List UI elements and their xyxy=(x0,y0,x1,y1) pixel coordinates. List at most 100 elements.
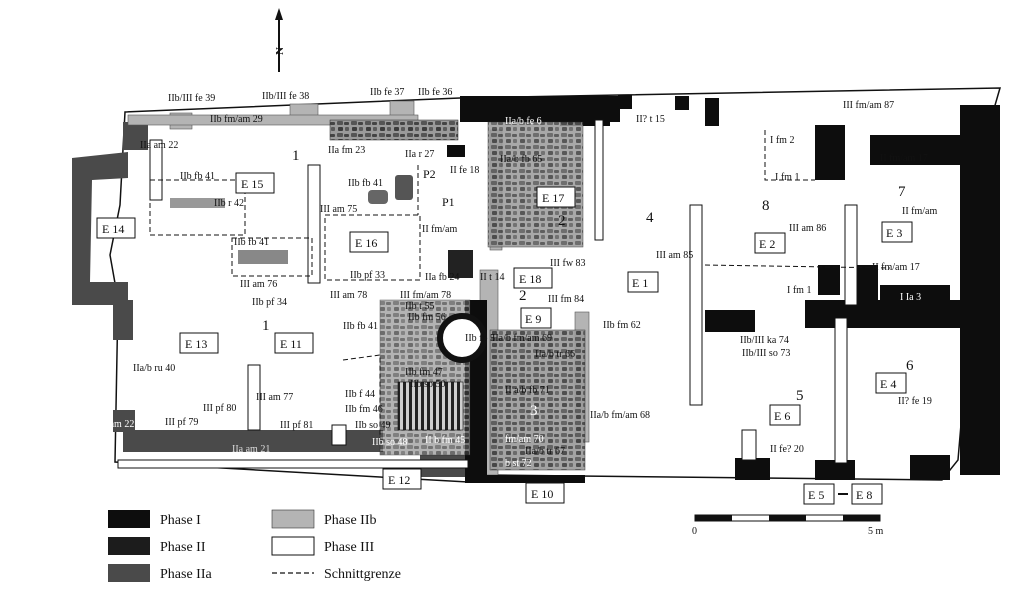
plan-label: Phase III xyxy=(324,540,374,555)
box-e8: E 8 xyxy=(851,483,883,505)
plan-label: E 6 xyxy=(774,409,790,423)
plan-label: E 9 xyxy=(525,312,541,326)
plan-label: 5 xyxy=(796,388,804,404)
plan-label: IIb so 48 xyxy=(372,437,408,448)
box-e13: E 13 xyxy=(179,332,219,354)
plan-label: P2 xyxy=(423,167,436,181)
plan-label: 3 xyxy=(530,403,538,419)
box-e2: E 2 xyxy=(754,232,786,254)
plan-label: IIb pf 33 xyxy=(350,270,385,281)
plan-label: III pf 79 xyxy=(165,417,198,428)
legend-item-phase-iii: Phase III xyxy=(271,536,374,556)
plan-label: II fm/am 17 xyxy=(872,262,920,273)
plan-label: IIa am 21 xyxy=(232,444,270,455)
plan-label: E 3 xyxy=(886,226,902,240)
plan-label: IIb fb 41 xyxy=(343,321,378,332)
legend-item-phase-iia: Phase IIa xyxy=(108,564,212,582)
plan-label: IIa/b fm/am 68 xyxy=(590,410,650,421)
plan-label: IIa/b fb 65 xyxy=(500,154,542,165)
plan-label: IIa fm 23 xyxy=(328,145,365,156)
plan-label: IIb pf 34 xyxy=(252,297,287,308)
plan-label: Schnittgrenze xyxy=(324,567,401,582)
plan-label: IIb fm/am 29 xyxy=(210,114,263,125)
plan-label: IIa/b ru 40 xyxy=(133,363,175,374)
legend-item-phase-ii: Phase II xyxy=(108,537,206,555)
plan-label: II fm/am xyxy=(422,224,457,235)
plan-label: II fe? 20 xyxy=(770,444,804,455)
plan-label: II fm/am 17 xyxy=(880,153,928,164)
plan-label: IIa/b tr 67 xyxy=(525,446,565,457)
schnittgrenze-lines xyxy=(149,130,891,440)
box-e6: E 6 xyxy=(769,404,801,426)
plan-label: III fm/am 78 xyxy=(400,290,451,301)
box-e10: E 10 xyxy=(525,482,565,504)
plan-label: I fm 2 xyxy=(770,135,794,146)
legend-item-phase-i: Phase I xyxy=(108,510,201,528)
plan-label: E 8 xyxy=(856,488,872,502)
plan-label: IIb fe 37 xyxy=(370,87,404,98)
plan-label: II b fm 45 xyxy=(425,435,465,446)
plan-label: III am 78 xyxy=(330,290,367,301)
plan-label: II? fe 19 xyxy=(898,396,932,407)
plan-label: III am 85 xyxy=(656,250,693,261)
plan-label: IIb f 44 xyxy=(345,389,375,400)
plan-label: IIb fm 46 xyxy=(345,404,383,415)
plan-label: III fm/am 87 xyxy=(843,100,894,111)
plan-label: E 14 xyxy=(102,222,124,236)
north-label: N xyxy=(274,47,286,55)
box-e15: E 15 xyxy=(235,172,275,194)
box-e9: E 9 xyxy=(520,307,552,329)
scale-start: 0 xyxy=(692,526,697,537)
building-footprint xyxy=(109,87,1002,483)
plan-label: 2 xyxy=(519,288,527,304)
plan-label: III pf 80 xyxy=(203,403,236,414)
legend-item-schnittgrenze: Schnittgrenze xyxy=(272,567,401,582)
plan-label: E 5 xyxy=(808,488,824,502)
plan-label: I fm 1 xyxy=(775,172,799,183)
plan-label: 1 xyxy=(262,318,270,334)
north-arrow-icon: N xyxy=(274,8,286,72)
plan-label: IIa/b fe 6 xyxy=(505,116,542,127)
plan-label: 1 xyxy=(292,148,300,164)
plan-label: IIa/b tr 66 xyxy=(535,349,575,360)
plan-label: IIb fm 56 xyxy=(408,312,446,323)
plan-label: IIb/III fe 39 xyxy=(168,93,215,104)
plan-label: IIb fe 36 xyxy=(418,87,452,98)
plan-label: E 12 xyxy=(388,473,410,487)
plan-label: IIb fm 62 xyxy=(603,320,641,331)
plan-label: 2 xyxy=(558,213,566,229)
plan-label: III pf 81 xyxy=(280,420,313,431)
box-e17: E 17 xyxy=(536,186,576,208)
plan-label: II t 14 xyxy=(480,272,504,283)
plan-label: P1 xyxy=(442,195,455,209)
plan-label: fm/am 70 xyxy=(505,434,544,445)
plan-label: Phase II xyxy=(160,540,206,555)
plan-label: E 15 xyxy=(241,177,263,191)
box-e18: E 18 xyxy=(513,267,553,289)
plan-label: IIb/III ka 74 xyxy=(740,335,789,346)
plan-label: Phase IIa xyxy=(160,567,212,582)
plan-label: E 10 xyxy=(531,487,553,501)
plan-label: I fm 1 xyxy=(787,285,811,296)
scale-end: 5 m xyxy=(868,526,884,537)
plan-label: IIb r 42 xyxy=(214,198,244,209)
scale-bar: 0 5 m xyxy=(692,514,884,537)
legend: Phase I Phase II Phase IIa Phase IIb Pha… xyxy=(108,509,401,582)
plan-label: E 4 xyxy=(880,377,896,391)
plan-label: III am 75 xyxy=(320,204,357,215)
box-e12: E 12 xyxy=(382,468,422,490)
plan-label: IIb fm 47 xyxy=(405,367,443,378)
plan-label: IIb so 49 xyxy=(355,420,391,431)
plan-label: E 17 xyxy=(542,191,564,205)
plan-label: IIb fb 41 xyxy=(180,171,215,182)
phase-iii-walls xyxy=(117,119,858,469)
plan-label: IIa r 27 xyxy=(405,149,434,160)
box-e14: E 14 xyxy=(96,217,136,239)
plan-label: IIb t 55 xyxy=(405,301,434,312)
plan-label: I Ia 3 xyxy=(900,292,921,303)
plan-label: III am 86 xyxy=(789,223,826,234)
boxed-labels: E 14 E 15 E 16 E 17 E 18 E 1 E 2 E 3 E 9… xyxy=(96,172,913,505)
box-e4: E 4 xyxy=(875,372,907,394)
